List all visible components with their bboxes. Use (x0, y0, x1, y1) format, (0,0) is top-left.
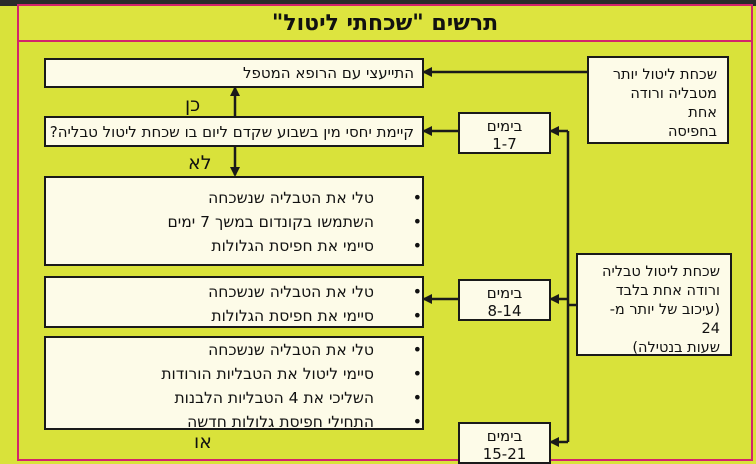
action-3-item-3: השליכי את 4 הטבליות הלבנות (46, 386, 422, 410)
consult-text: התייעצי עם הרופא המטפל (242, 64, 414, 82)
action-box-days-8-14: טלי את הטבליה שנשכחה סיימי את חפיסת הגלו… (44, 276, 424, 328)
diagram-title: תרשים "שכחתי ליטול" (271, 10, 499, 36)
action-2-item-1: טלי את הטבליה שנשכחה (46, 280, 422, 304)
days-1-title: בימים (486, 117, 523, 135)
no-label: לא (188, 152, 212, 174)
action-1-item-1: טלי את הטבליה שנשכחה (46, 186, 422, 210)
days-2-title: בימים (486, 284, 523, 302)
diagram-header: תרשים "שכחתי ליטול" (17, 4, 753, 42)
action-3-item-4: התחילי חפיסת גלולות חדשה (46, 410, 422, 434)
side-one-line-2: ורודה אחת בלבד (615, 283, 720, 299)
days-box-15-21: בימים 15-21 (458, 422, 551, 464)
days-2-range: 8-14 (487, 302, 522, 320)
question-text: קיימת יחסי מין בשבוע שקדם ליום בו שכחת ל… (49, 122, 414, 141)
side-one-line-3: (עיכוב של יותר מ- 24 (609, 302, 720, 337)
action-1-item-3: סיימי את חפיסת הגלולות (46, 234, 422, 258)
side-one-line-4: שעות בנטילה) (632, 340, 720, 356)
yes-label: כן (185, 94, 201, 116)
or-label: או (194, 431, 212, 453)
side-more-line-3: בחפיסה (667, 124, 717, 140)
action-3-item-2: סיימי ליטול את הטבליות הורודות (46, 362, 422, 386)
top-strip (0, 0, 756, 6)
days-box-1-7: בימים 1-7 (458, 112, 551, 154)
days-box-8-14: בימים 8-14 (458, 279, 551, 321)
side-box-only-one: שכחת ליטול טבליה ורודה אחת בלבד (עיכוב ש… (576, 253, 732, 356)
consult-box: התייעצי עם הרופא המטפל (44, 58, 424, 88)
side-more-line-2: מטבליה ורודה אחת (630, 86, 717, 121)
action-box-days-15-21: טלי את הטבליה שנשכחה סיימי ליטול את הטבל… (44, 336, 424, 434)
days-3-range: 15-21 (482, 445, 527, 463)
connector-lines (230, 67, 587, 447)
action-box-days-1-7: טלי את הטבליה שנשכחה השתמשו בקונדום במשך… (44, 176, 424, 266)
action-1-item-2: השתמשו בקונדום במשך 7 ימים (46, 210, 422, 234)
question-box: קיימת יחסי מין בשבוע שקדם ליום בו שכחת ל… (44, 116, 424, 147)
days-3-title: בימים (486, 427, 523, 445)
action-2-item-2: סיימי את חפיסת הגלולות (46, 304, 422, 328)
action-3-item-1: טלי את הטבליה שנשכחה (46, 338, 422, 362)
side-one-line-1: שכחת ליטול טבליה (602, 264, 720, 280)
side-box-more-than-one: שכחת ליטול יותר מטבליה ורודה אחת בחפיסה (587, 56, 729, 144)
days-1-range: 1-7 (492, 135, 517, 153)
side-more-line-1: שכחת ליטול יותר (612, 67, 717, 83)
